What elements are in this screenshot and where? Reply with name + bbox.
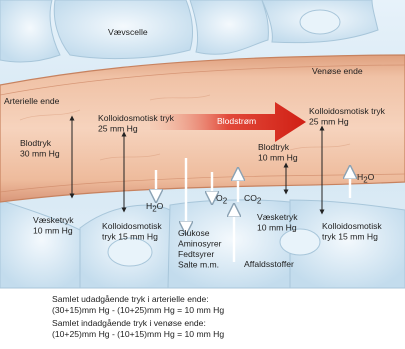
colloid-bottom-venous-label: Kolloidosmotisk tryk 15 mm Hg [322,221,384,242]
waste-label: Affaldsstoffer [244,259,294,269]
fluid-pressure-venous-label: Væsketryk 10 mm Hg [257,212,300,233]
colloid-bottom-arterial-label: Kolloidosmotisk tryk 15 mm Hg [102,221,164,242]
fluid-pressure-arterial-label: Væsketryk 10 mm Hg [33,215,76,236]
venous-end-label: Venøse ende [312,66,363,76]
outward-pressure-calc: (30+15)mm Hg - (10+25)mm Hg = 10 mm Hg [52,305,224,316]
inward-pressure-title: Samlet indadgående tryk i venøse ende: [52,318,206,329]
tissue-cell-label: Vævscelle [108,27,148,37]
blood-flow-label: Blodstrøm [217,116,256,126]
outward-pressure-title: Samlet udadgående tryk i arterielle ende… [52,294,209,305]
arterial-end-label: Arterielle ende [4,96,60,106]
inward-pressure-calc: (10+25)mm Hg - (10+15)mm Hg = 10 mm Hg [52,329,224,340]
